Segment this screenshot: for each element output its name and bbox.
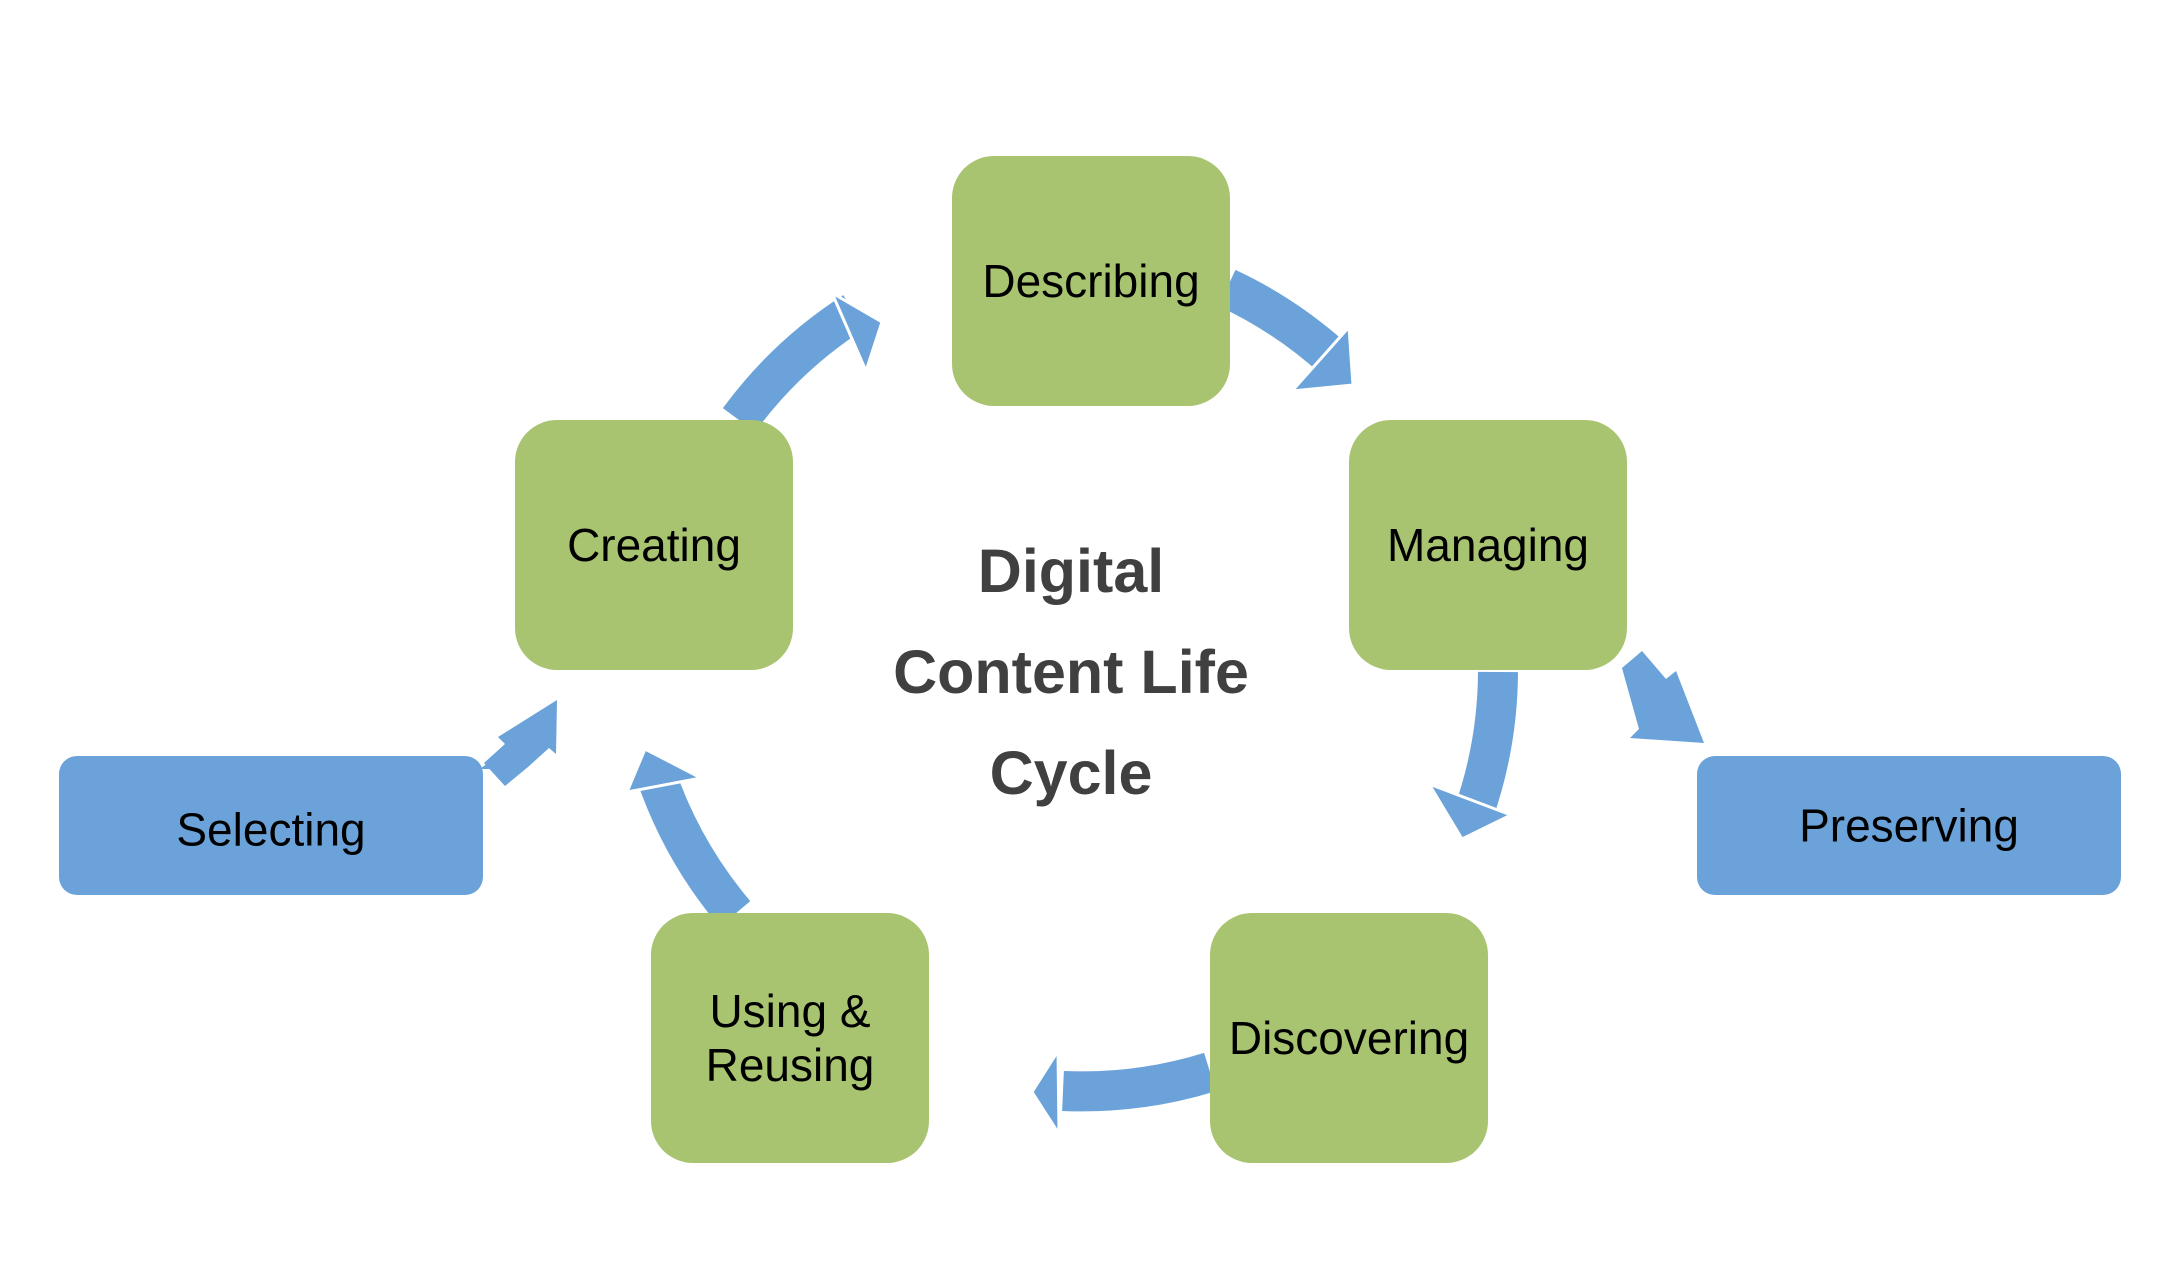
- stage-preserving-label: Preserving: [1799, 800, 2019, 852]
- stage-describing: Describing: [952, 156, 1230, 406]
- stage-discovering-label: Discovering: [1229, 1012, 1469, 1064]
- stage-managing-label: Managing: [1387, 519, 1589, 571]
- stage-selecting: Selecting: [59, 756, 483, 895]
- managing-to-preserving-arrow: [1622, 651, 1704, 743]
- stage-describing-box: [952, 156, 1230, 406]
- stage-selecting-label: Selecting: [176, 804, 365, 856]
- diagram-title-line: Content Life: [893, 638, 1249, 706]
- stage-describing-label: Describing: [982, 255, 1199, 307]
- stage-preserving: Preserving: [1697, 756, 2121, 895]
- arc-discovering-to-using: [1062, 1052, 1216, 1112]
- arc-using-to-creating: [636, 765, 751, 927]
- arrowhead-to-managing: [1288, 323, 1355, 393]
- outer-stage-boxes: Selecting Preserving: [59, 756, 2121, 895]
- stage-using-reusing: Using &Reusing: [651, 913, 929, 1163]
- diagram-title-line: Cycle: [990, 739, 1153, 807]
- stage-managing-box: [1349, 420, 1627, 670]
- stage-using-reusing-label: Reusing: [706, 1039, 875, 1091]
- arc-managing-to-discovering: [1455, 671, 1518, 819]
- stage-creating-label: Creating: [567, 519, 741, 571]
- arc-describing-to-managing: [1218, 269, 1349, 375]
- stage-creating: Creating: [515, 420, 793, 670]
- arrowhead-to-describing: [828, 289, 884, 376]
- stage-preserving-box: [1697, 756, 2121, 895]
- stage-using-reusing-box: [651, 913, 929, 1163]
- stage-discovering: Discovering: [1210, 913, 1488, 1163]
- arrowhead-to-creating: [624, 746, 706, 794]
- stage-selecting-box: [59, 756, 483, 895]
- stage-managing: Managing: [1349, 420, 1627, 670]
- diagram-title-line: Digital: [978, 537, 1164, 605]
- arrowhead-to-discovering: [1425, 781, 1515, 841]
- cycle-arrowheads: [624, 289, 1515, 1140]
- arc-creating-to-describing: [722, 295, 865, 433]
- selecting-to-creating-arrow-shape: [484, 700, 557, 786]
- stage-creating-box: [515, 420, 793, 670]
- stage-discovering-box: [1210, 913, 1488, 1163]
- cycle-arcs: [636, 269, 1518, 1112]
- stage-using-reusing-label: Using &: [709, 985, 870, 1037]
- arrowhead-to-using-reusing: [1030, 1045, 1061, 1140]
